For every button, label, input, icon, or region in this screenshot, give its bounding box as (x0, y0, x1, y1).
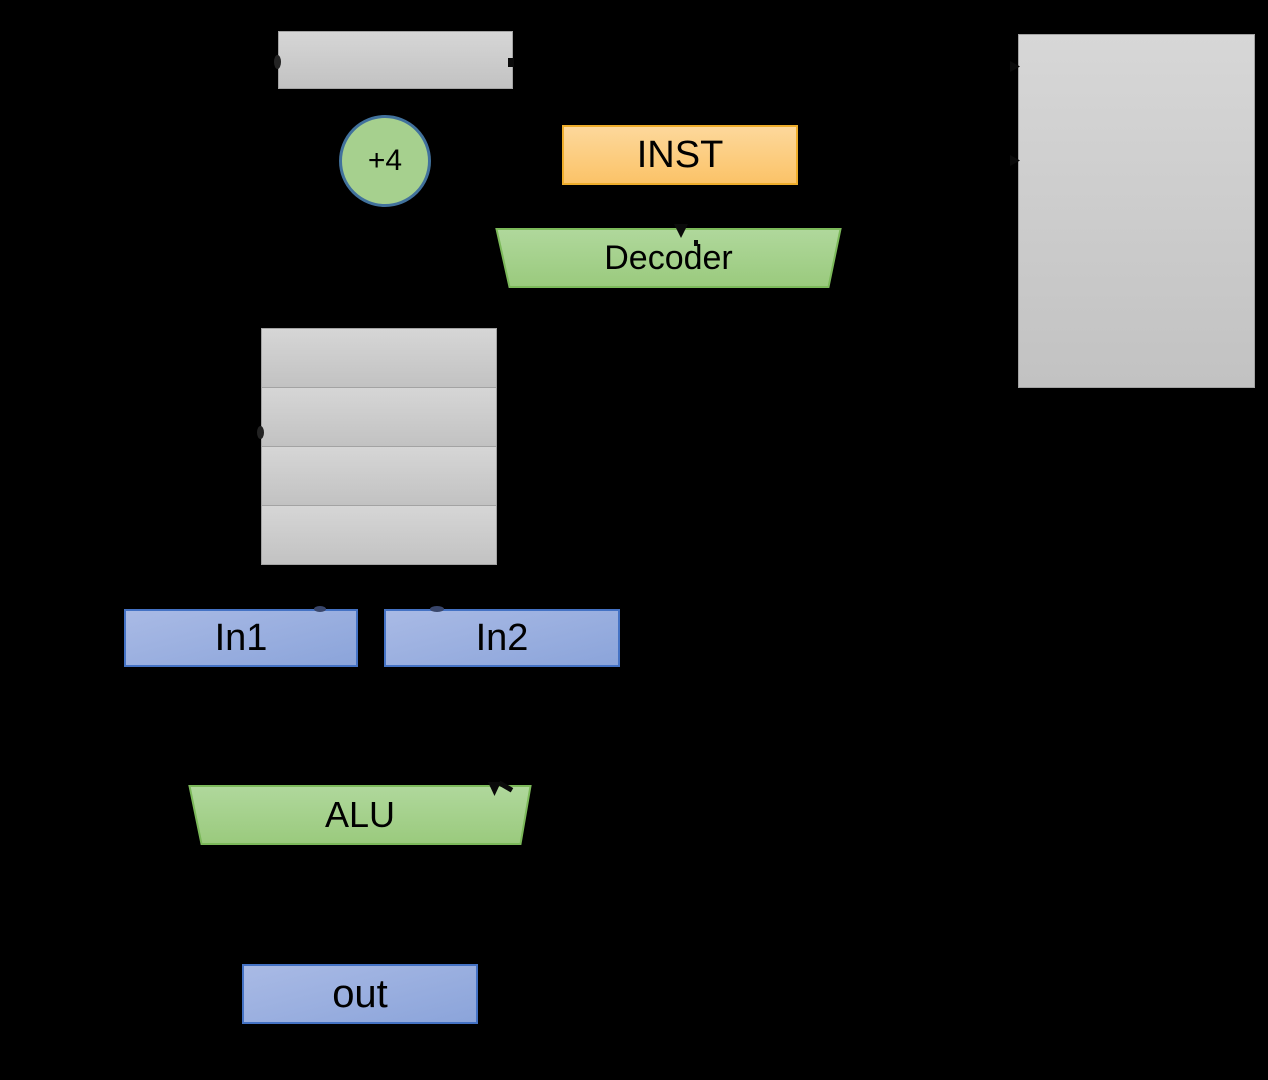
alu-input2-label: In2 (475, 616, 529, 659)
alu-input1-box: In1 (124, 609, 358, 667)
alu-input2-box: In2 (384, 609, 620, 667)
register-file-row (262, 387, 496, 446)
alu-trapezoid: ALU (188, 785, 532, 845)
arrow-remnant-pc-right (508, 58, 514, 67)
register-file-row (262, 505, 496, 564)
alu-input1-label: In1 (214, 616, 268, 659)
arrow-remnant-pc-left (274, 55, 281, 69)
instruction-label: INST (636, 133, 724, 176)
alu-output-box: out (242, 964, 478, 1024)
arrow-remnant-register-file (257, 426, 264, 439)
instruction-memory-box (1018, 34, 1255, 388)
plus4-adder-circle: +4 (338, 114, 432, 208)
alu-output-label: out (332, 971, 388, 1016)
plus4-circle-shape (339, 115, 431, 207)
plus4-label: +4 (367, 144, 403, 177)
arrowhead-remnant-memory-mid (1010, 155, 1020, 166)
decoder-shape (495, 228, 842, 288)
instruction-box: INST (562, 125, 798, 185)
alu-shape (188, 785, 532, 845)
arrowhead-remnant-memory-top (1010, 61, 1020, 72)
arrowhead-remnant-decoder (674, 224, 688, 238)
register-file-row (262, 446, 496, 505)
register-file-row (262, 329, 496, 387)
register-file (261, 328, 497, 565)
decoder-label: Decoder (604, 238, 733, 277)
decoder-trapezoid: Decoder (495, 228, 842, 288)
arrow-remnant-in2 (430, 606, 444, 612)
pc-register-box (278, 31, 513, 89)
alu-label: ALU (324, 794, 396, 835)
arrow-remnant-in1 (314, 606, 326, 612)
arrow-remnant-decoder-dot (694, 240, 698, 246)
